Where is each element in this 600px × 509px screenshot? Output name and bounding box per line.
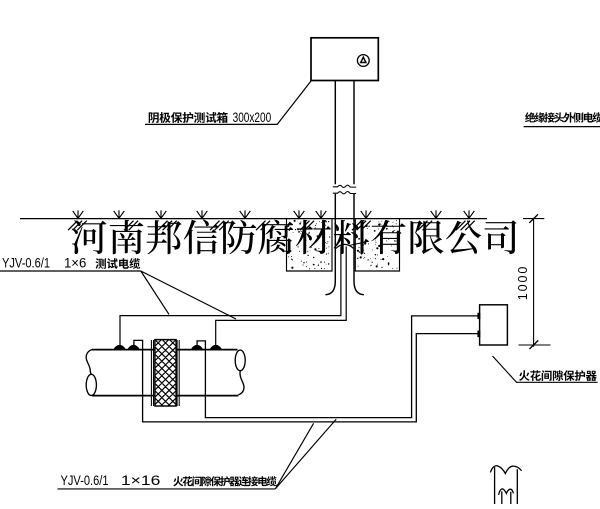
svg-text:YJV-0.6/1: YJV-0.6/1 [61, 473, 109, 488]
svg-text:300x200: 300x200 [233, 110, 272, 125]
svg-text:1×16: 1×16 [121, 473, 160, 488]
svg-text:1000: 1000 [516, 265, 530, 300]
svg-text:YJV-0.6/1: YJV-0.6/1 [2, 256, 50, 271]
svg-text:1×6: 1×6 [64, 256, 86, 271]
